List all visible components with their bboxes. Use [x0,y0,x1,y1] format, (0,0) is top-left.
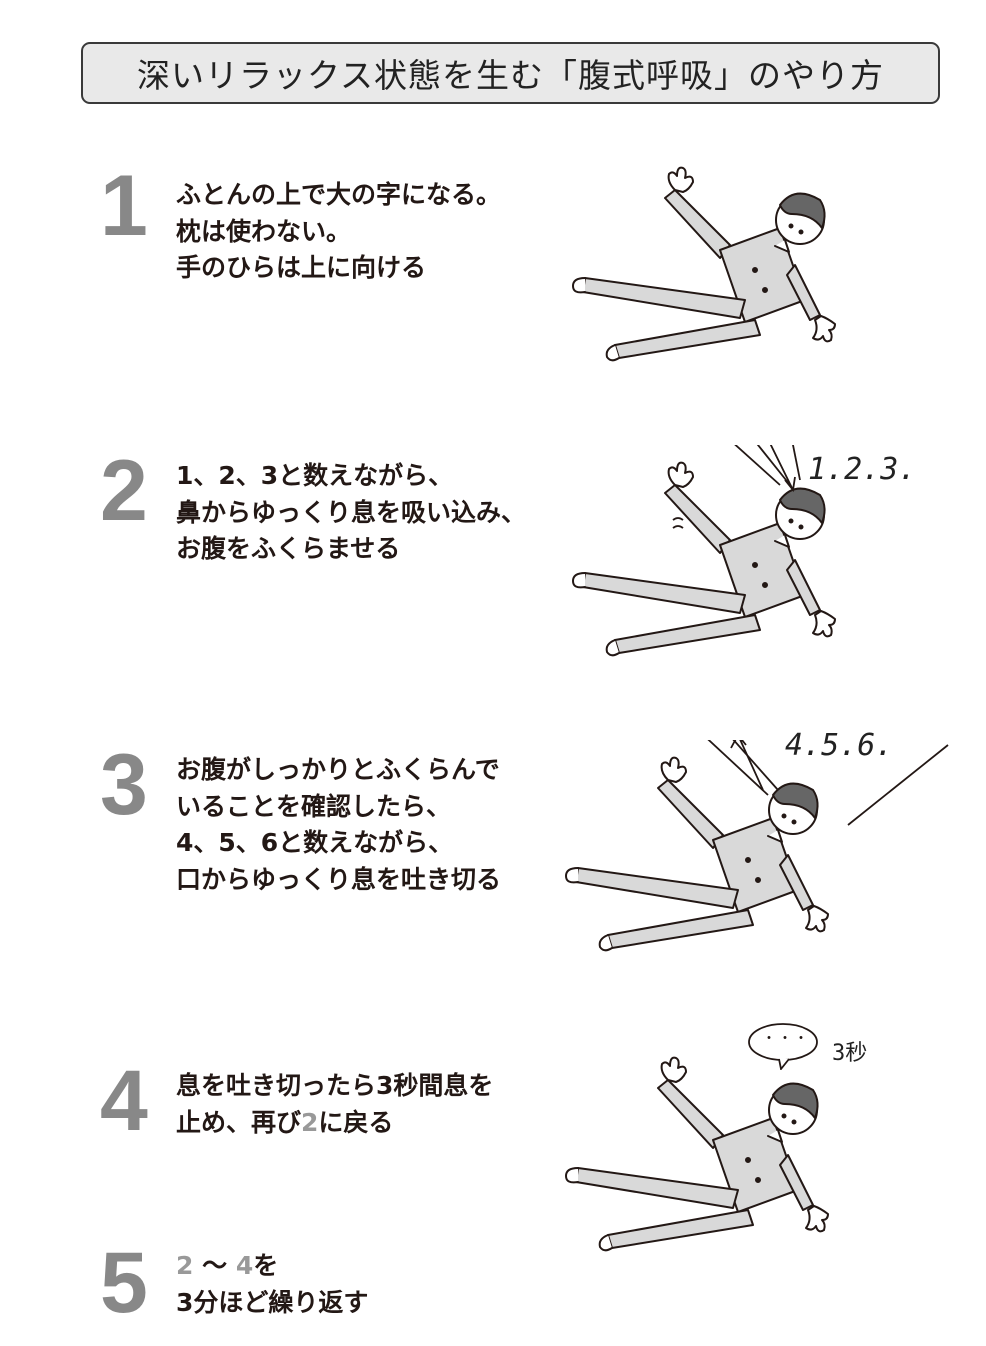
illustration-lying-figure-2 [572,445,836,657]
step-text-line: 3分ほど繰り返す [176,1285,368,1322]
text-segment: 鼻からゆっくり息を吸い込み、 [176,497,527,527]
step-text-line: 口からゆっくり息を吐き切る [176,862,501,899]
step-text-line: 4、5、6と数えながら、 [176,825,501,862]
illustration-lying-figure-1 [572,166,836,362]
step-text: ふとんの上で大の字になる。枕は使わない。手のひらは上に向ける [176,177,501,287]
text-segment: に戻る [318,1107,394,1137]
step-text: お腹がしっかりとふくらんでいることを確認したら、 4、5、6と数えながら、口からゆ… [176,752,501,898]
step-reference-number: 4 [235,1251,254,1280]
text-segment: 止め、再び [176,1107,302,1137]
text-segment: 手のひらは上に向ける [176,253,427,282]
step-text-line: 息を吐き切ったら3秒間息を [176,1068,493,1105]
text-segment: 息を吐き切ったら3秒間息を [176,1071,494,1100]
text-segment: いることを確認したら、 [176,791,452,821]
text-segment: 枕は使わない。 [176,216,352,246]
inhale-count-label: 1.2.3. [808,452,917,487]
step-number: 5 [100,1235,148,1331]
step-text-line: 手のひらは上に向ける [176,250,501,287]
speech-bubble-text: ・・・ [762,1031,810,1047]
exhale-arrows-icon [707,740,949,826]
text-segment: お腹をふくらませる [176,534,401,563]
step-number: 4 [100,1053,148,1149]
step-text: 息を吐き切ったら3秒間息を止め、再び2に戻る [176,1068,493,1141]
step-text-line: 1、2、3と数えながら、 [176,458,526,495]
step-text-line: 止め、再び2に戻る [176,1105,493,1142]
step-text-line: お腹をふくらませる [176,531,526,568]
text-segment: 1、2、3と数えながら、 [176,461,454,490]
step-text-line: お腹がしっかりとふくらんで [176,752,501,789]
step-number: 1 [100,158,148,254]
step-text-line: 鼻からゆっくり息を吸い込み、 [176,495,526,532]
text-segment: ふとんの上で大の字になる。 [176,180,502,209]
step-text: 1、2、3と数えながら、鼻からゆっくり息を吸い込み、お腹をふくらませる [176,458,526,568]
hold-time-label: 3秒 [832,1041,868,1066]
speech-bubble-icon [748,1023,818,1070]
text-segment: 4、5、6と数えながら、 [176,828,454,857]
step-number: 3 [100,737,148,833]
text-segment: を [253,1251,279,1280]
step-text-line: 枕は使わない。 [176,214,501,251]
illustration-lying-figure-3 [565,740,949,952]
exhale-count-label: 4.5.6. [785,728,894,763]
text-segment: 3分ほど繰り返す [176,1287,369,1317]
illustration-lying-figure-4 [565,1056,829,1252]
step-reference-number: 2 [176,1251,194,1280]
text-segment: 〜 [193,1251,236,1280]
step-number: 2 [100,443,148,539]
step-reference-number: 2 [301,1107,319,1137]
page-title: 深いリラックス状態を生む「腹式呼吸」のやり方 [81,42,940,104]
text-segment: 口からゆっくり息を吐き切る [176,864,502,894]
step-text-line: ふとんの上で大の字になる。 [176,177,501,214]
step-text-line: 2 〜 4を [176,1248,368,1285]
text-segment: お腹がしっかりとふくらんで [176,755,500,784]
step-text-line: いることを確認したら、 [176,789,501,826]
inhale-arrows-icon [672,445,801,529]
